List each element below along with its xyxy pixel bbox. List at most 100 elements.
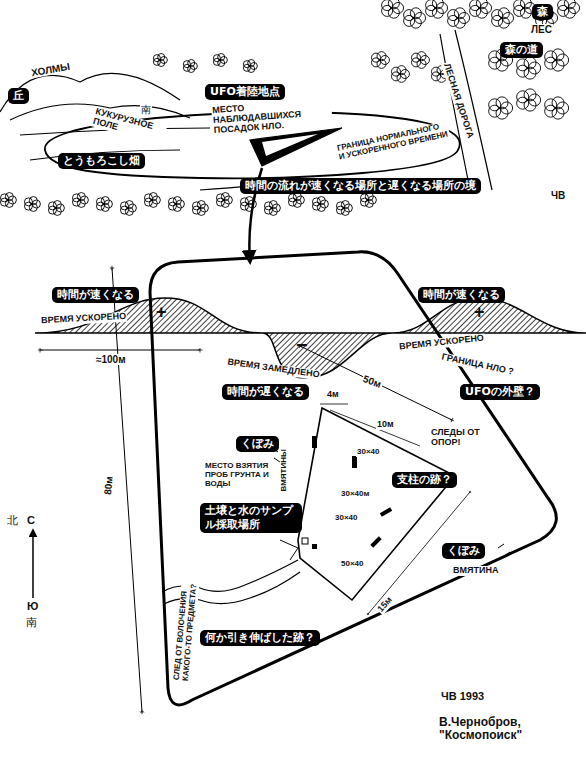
tree-crown — [176, 200, 184, 208]
boundary-label: ГРАНИЦА НОРМАЛЬНОГО И УСКОРЕННОГО ВРЕМЕН… — [335, 121, 450, 162]
tree-crown — [501, 102, 513, 114]
label-box: UFOの外壁？ — [460, 384, 540, 400]
note-label: ВМЯТИНА — [452, 566, 499, 576]
tree-crown — [53, 201, 61, 209]
box-text: UFOの外壁？ — [465, 385, 535, 399]
tree-crown — [411, 53, 420, 62]
tree-crown — [243, 61, 250, 68]
box-text: 森の道 — [505, 43, 538, 57]
tree-crown — [160, 57, 167, 64]
box-text: 時間が速くなる — [423, 288, 500, 302]
tree-crown — [552, 97, 564, 109]
label-box: 森の道 — [500, 42, 543, 58]
tree-crown — [368, 196, 376, 204]
field-label: КУКУРУЗНОЕ ПОЛЕ — [91, 107, 168, 145]
tree-crown — [24, 198, 32, 206]
dimension-label: 10м — [376, 420, 395, 430]
tree-crown — [517, 59, 529, 71]
time-fast-area — [35, 298, 262, 333]
tree-crown — [80, 196, 88, 204]
tree-crown — [404, 10, 415, 21]
note-label: ВМЯТИНЫ — [280, 448, 289, 492]
dimension-label: 50×40 — [340, 560, 364, 569]
tree-crown — [245, 197, 253, 205]
tree-crown — [448, 10, 459, 21]
compass-arrow — [32, 530, 34, 598]
tree-crown — [200, 204, 208, 212]
tree-crown — [454, 8, 465, 19]
dimension-line — [320, 404, 348, 405]
tree-crown — [272, 204, 280, 212]
tree-crown — [120, 202, 128, 210]
tree-crown — [545, 99, 557, 111]
tree-crown — [388, 0, 399, 9]
sample-spot — [280, 540, 298, 560]
label-box: 支柱の跡？ — [392, 472, 457, 488]
tree-crown — [557, 54, 569, 66]
tree-crown — [317, 197, 325, 205]
note-label: СЛЕД ОТ ВОЛОЧЕНИЯ КАКОГО-ТО ПРЕДМЕТА? — [173, 579, 199, 682]
tree-crown — [152, 196, 160, 204]
tree-crown — [248, 60, 255, 67]
tree-crown — [192, 202, 200, 210]
tree-crown — [517, 91, 529, 103]
tree-crown — [545, 51, 557, 63]
tree-crown — [216, 194, 224, 202]
box-text: くぼみ — [447, 544, 480, 558]
tree-crown — [470, 0, 481, 11]
direction-label: 南 — [140, 104, 152, 115]
tree-crown — [437, 3, 448, 14]
tree-crown — [391, 67, 400, 76]
tree-crown — [168, 198, 176, 206]
dimension-line — [112, 268, 142, 712]
tree-crown — [213, 55, 220, 62]
time-label: ВРЕМЯ УСКОРЕНО — [398, 333, 486, 352]
tree-crown — [72, 194, 80, 202]
tree-crown — [489, 99, 501, 111]
hills — [0, 73, 180, 112]
tree-crown — [520, 0, 531, 9]
tree-crown — [128, 204, 136, 212]
box-text: UFO着陸地点 — [210, 85, 280, 99]
label-box: 何か引き伸ばした跡？ — [200, 630, 320, 646]
tree-crown — [397, 66, 406, 75]
tree-crown — [104, 200, 112, 208]
minus-sign: − — [296, 334, 308, 356]
tree-crown — [220, 57, 227, 64]
tree-crown — [417, 52, 426, 61]
dimension-label: 50м — [361, 373, 384, 390]
dimension-label: 80м — [102, 475, 115, 496]
tree-crown — [8, 196, 16, 204]
tree-crown — [77, 193, 85, 201]
tree-crown — [56, 204, 64, 212]
tree-crown — [377, 52, 386, 61]
tree-crown — [264, 202, 272, 210]
box-text: 土壌と水のサンプル採取場所 — [205, 504, 297, 532]
tree-crown — [320, 200, 328, 208]
label-box: くぼみ — [236, 436, 279, 452]
label-box: 時間が速くなる — [418, 287, 505, 303]
tree-crown — [269, 201, 277, 209]
tree-crown — [514, 0, 525, 11]
tree-crown — [344, 204, 352, 212]
tree-crown — [529, 94, 541, 106]
compass-label: 北 — [6, 514, 19, 526]
tree-crown — [341, 201, 349, 209]
label-box: 時間が遅くなる — [222, 384, 309, 400]
tree-crown — [564, 0, 575, 9]
dimension-label: 30×40 — [334, 514, 358, 523]
tree-crown — [558, 0, 569, 11]
tree-crown — [48, 202, 56, 210]
tree-crown — [224, 196, 232, 204]
site-label: МЕСТО НАБЛЮДАВШИХСЯ ПОСАДОК НЛО. — [211, 98, 333, 136]
tree-crown — [481, 3, 492, 14]
dimension-label: 15м — [375, 595, 395, 615]
tree-crown — [296, 196, 304, 204]
tree-crown — [197, 201, 205, 209]
tree-crown — [415, 13, 426, 24]
signature: ЧВ — [550, 190, 566, 201]
tree-crown — [410, 8, 421, 19]
tree-crown — [293, 193, 301, 201]
tree-crown — [524, 89, 536, 101]
tree-crown — [221, 193, 229, 201]
